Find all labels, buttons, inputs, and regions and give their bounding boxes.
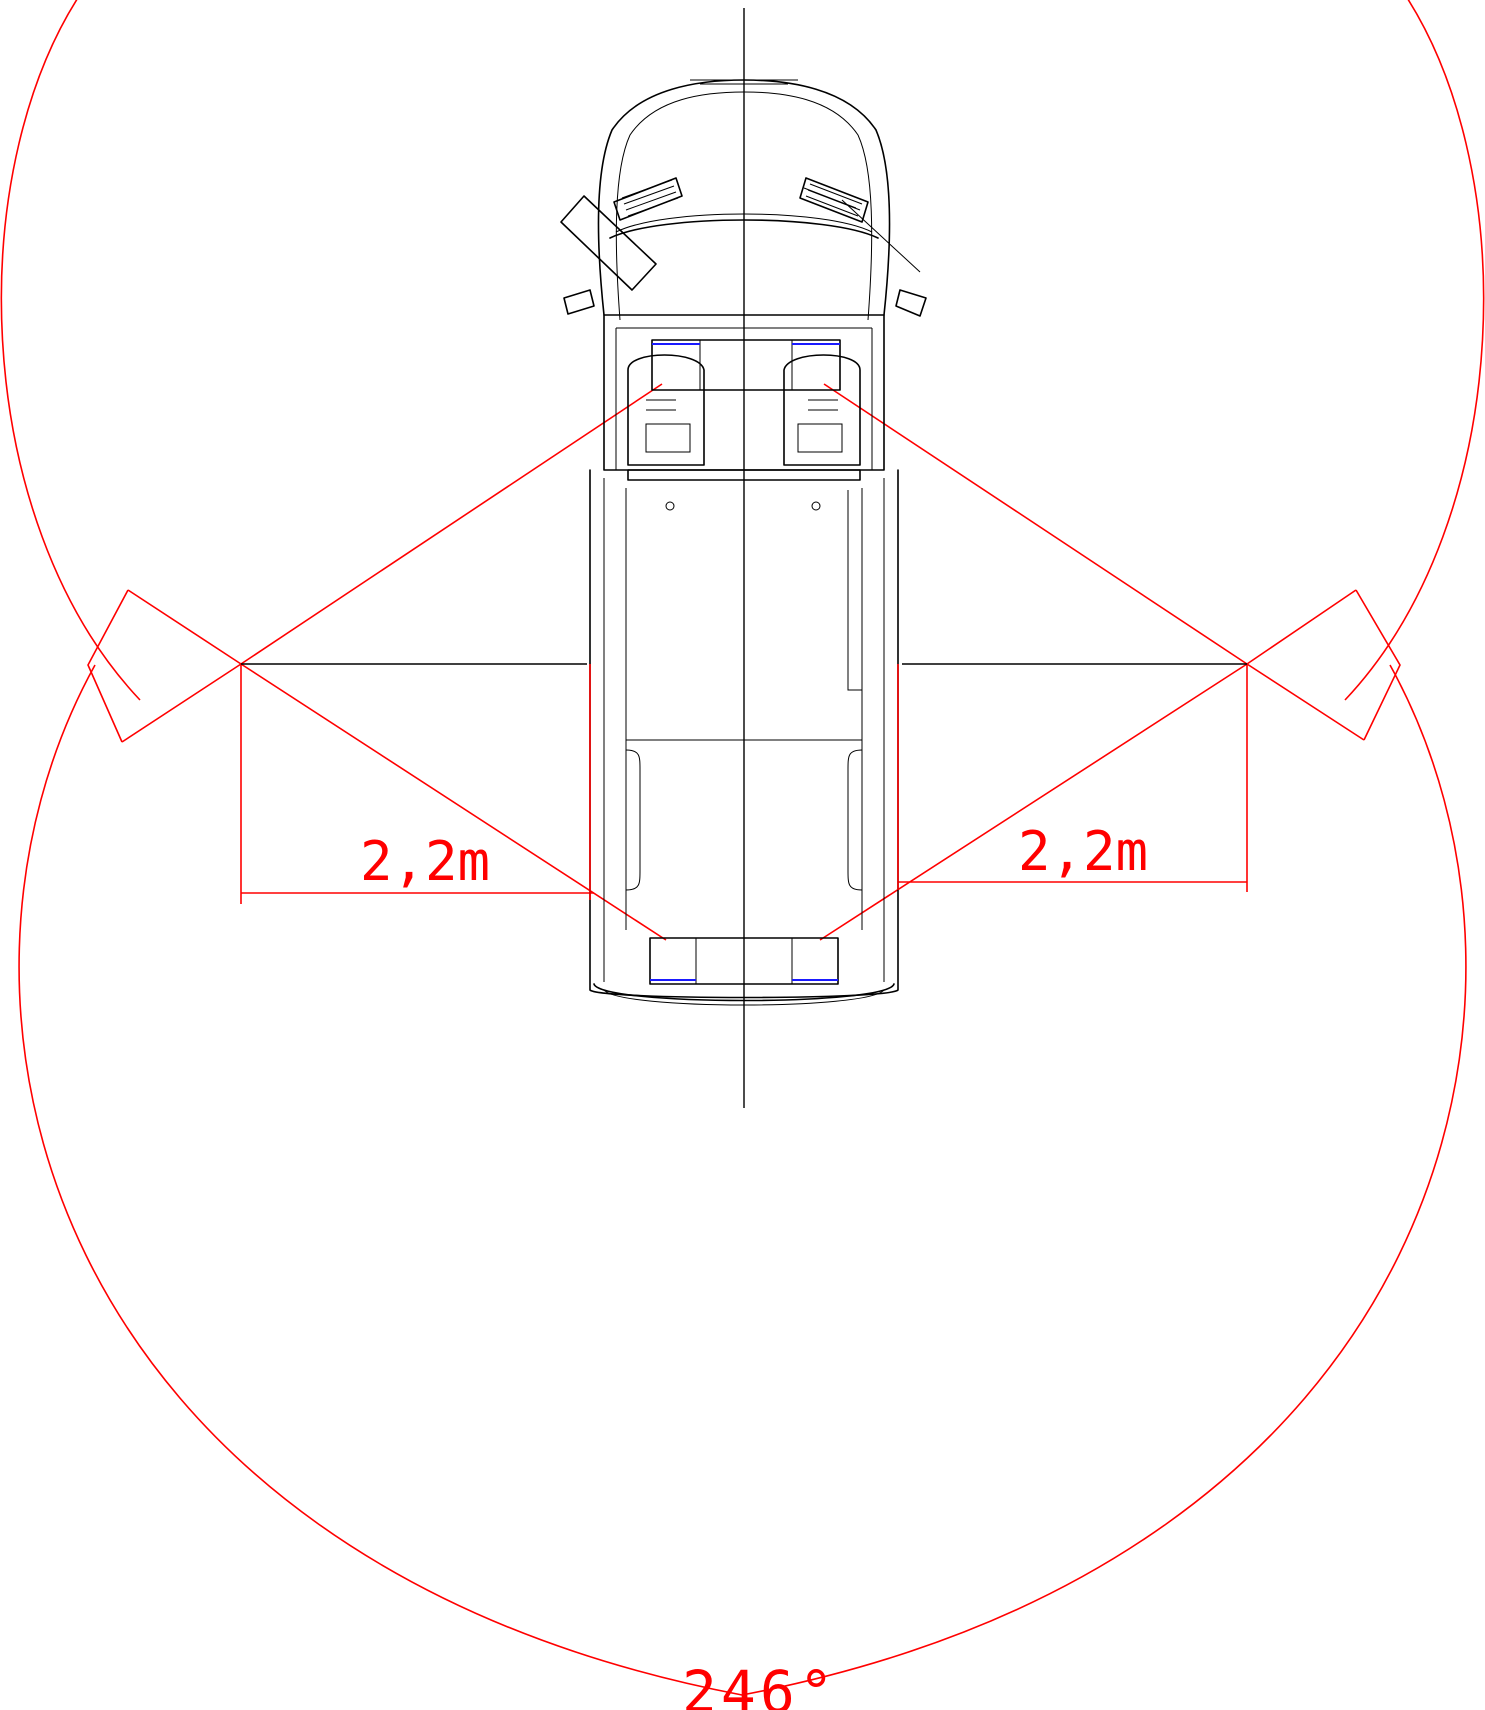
beam-ext-left-upper	[121, 663, 242, 743]
beam-front-right	[823, 383, 1248, 665]
coverage-arc-left	[0, 0, 141, 701]
van-top-view-icon	[560, 79, 927, 1006]
dimension-lines	[240, 664, 1248, 904]
left-distance-label: 2,2m	[360, 830, 490, 893]
reference-lines	[241, 8, 1247, 1108]
beam-ext-right-upper	[1246, 663, 1365, 741]
right-distance-label: 2,2m	[1018, 820, 1148, 883]
light-bar-icon	[649, 937, 839, 985]
beam-rear-right	[819, 663, 1248, 941]
beam-front-left	[240, 383, 663, 665]
light-bar-icon	[651, 339, 841, 391]
angle-arc-left	[87, 589, 129, 743]
angle-arc-right	[1355, 589, 1401, 741]
coverage-arc-bottom	[18, 664, 1467, 1696]
coverage-arc-right	[1344, 0, 1485, 701]
beam-ext-left-lower	[127, 589, 242, 665]
coverage-angle-label: 246°	[682, 1658, 838, 1710]
beam-lines	[87, 383, 1401, 941]
beam-ext-right-lower	[1246, 589, 1357, 665]
beam-rear-left	[240, 663, 667, 941]
